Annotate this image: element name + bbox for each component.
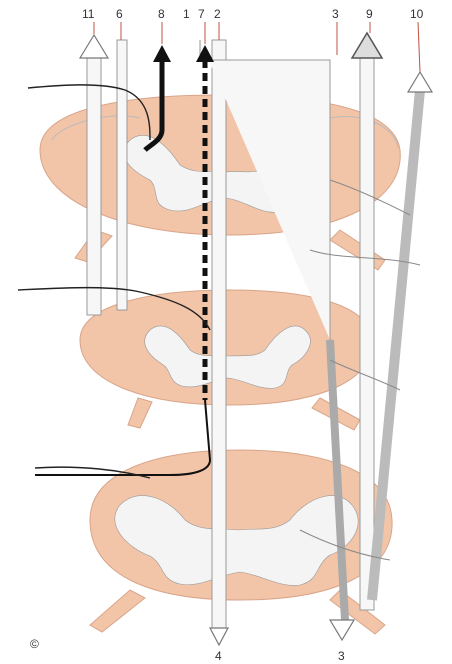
tract-2-central [210, 40, 228, 645]
copyright-mark: © [30, 637, 39, 651]
label-6: 6 [116, 7, 123, 21]
label-10: 10 [410, 7, 424, 21]
label-9: 9 [366, 7, 373, 21]
top-labels: 11 6 8 1 7 2 3 9 10 [82, 7, 424, 21]
label-3-top: 3 [332, 7, 339, 21]
tract-6 [117, 40, 127, 310]
label-1: 1 [183, 7, 190, 21]
label-11: 11 [82, 7, 95, 21]
label-7: 7 [198, 7, 205, 21]
label-2: 2 [214, 7, 221, 21]
label-3-bottom: 3 [338, 649, 345, 663]
label-8: 8 [158, 7, 165, 21]
bottom-labels: 4 3 [215, 649, 345, 663]
label-4: 4 [215, 649, 222, 663]
